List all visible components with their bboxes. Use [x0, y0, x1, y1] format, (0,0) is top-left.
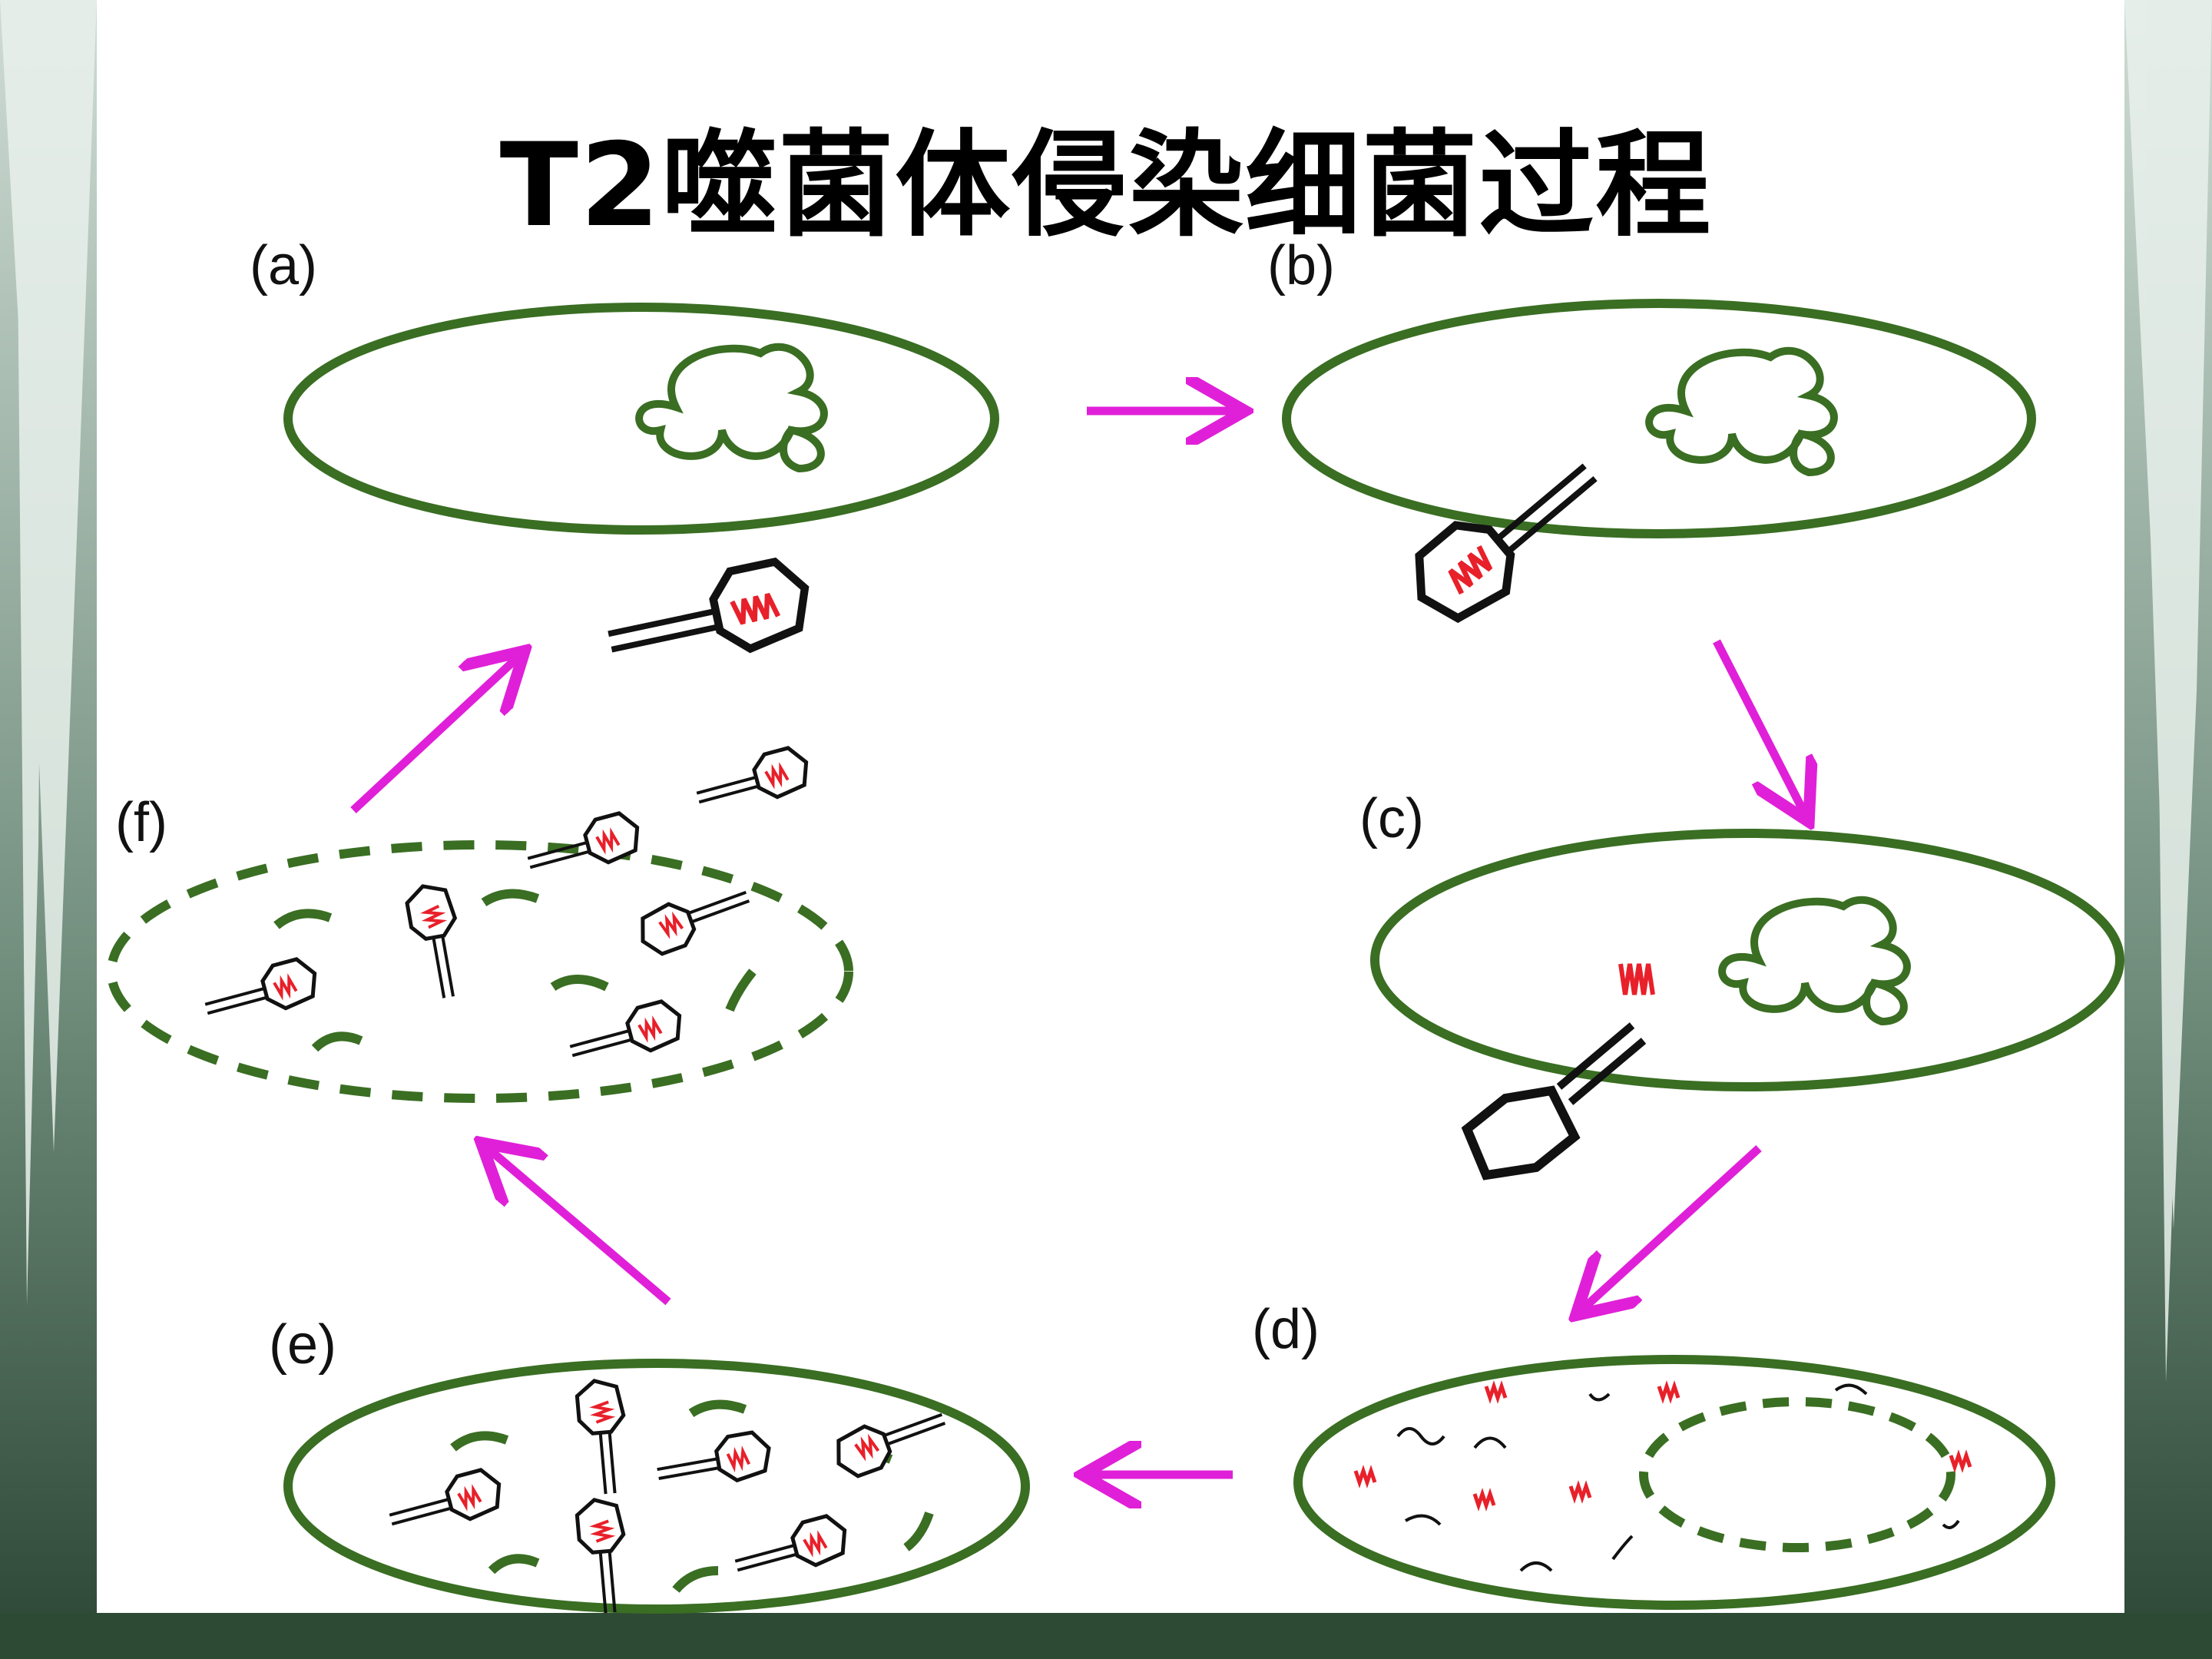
bacterium-cell [283, 303, 999, 535]
stage-b-label: (b) [1267, 235, 1335, 296]
free-phage [601, 557, 814, 677]
released-phage [634, 878, 756, 959]
progeny-phage [830, 1400, 952, 1481]
stage-a: (a) [250, 235, 999, 677]
lysed-cell-wall [107, 840, 853, 1103]
stage-c-label: (c) [1359, 788, 1424, 849]
released-phage [522, 810, 644, 882]
stage-f: (f) [107, 744, 853, 1103]
stage-e-label: (e) [269, 1314, 336, 1376]
stage-b: (b) [1267, 235, 2036, 635]
injected-phage-dna [1618, 963, 1655, 995]
phage-dna-copies [1353, 1380, 1972, 1512]
cycle-arrows [350, 411, 1805, 1475]
bacterium-cell [283, 1359, 1030, 1614]
degrading-bacterial-dna [1639, 1397, 1955, 1552]
arrow-e-to-f [488, 1148, 671, 1306]
bacterial-dna-fragments [273, 889, 757, 1052]
released-phage [691, 744, 813, 816]
stage-c: (c) [1359, 788, 2124, 1181]
progeny-phage [384, 1466, 505, 1538]
bacterium-cell [1282, 299, 2036, 538]
attached-phage [1400, 437, 1614, 635]
released-phage [200, 955, 321, 1028]
stage-d: (d) [1252, 1299, 2055, 1610]
stage-a-label: (a) [250, 235, 317, 296]
bacterial-dna [639, 347, 824, 469]
stage-e: (e) [269, 1314, 1030, 1614]
progeny-phage [576, 1379, 631, 1495]
arrow-f-to-a [350, 657, 518, 814]
bacterium-cell [1370, 829, 2124, 1091]
empty-phage-coat [1461, 1022, 1647, 1181]
progeny-phage [576, 1498, 631, 1614]
released-phage [565, 998, 686, 1070]
stage-d-label: (d) [1252, 1299, 1320, 1360]
released-phage [405, 882, 469, 1002]
protein-fragments [1396, 1383, 1960, 1572]
stage-f-label: (f) [115, 792, 167, 853]
arrow-b-to-c [1713, 639, 1805, 814]
slide-title: T2噬菌体侵染细菌过程 [499, 119, 1713, 253]
bacterial-dna [1722, 900, 1907, 1022]
bacterium-cell [1293, 1355, 2055, 1610]
progeny-phage [654, 1430, 773, 1494]
arrow-c-to-d [1582, 1144, 1762, 1310]
bacterial-dna [1649, 351, 1834, 472]
progeny-phage [730, 1512, 851, 1584]
